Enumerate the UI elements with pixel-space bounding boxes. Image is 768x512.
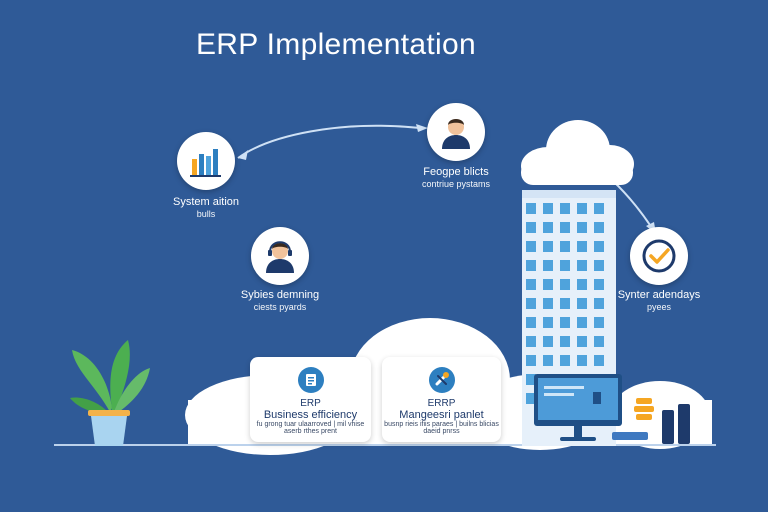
building-window [543, 355, 553, 366]
building-window [543, 336, 553, 347]
building-window [560, 260, 570, 271]
building-window [526, 298, 536, 309]
building-window [594, 203, 604, 214]
building-window [526, 241, 536, 252]
building-window [560, 241, 570, 252]
building-window [543, 317, 553, 328]
monitor-icon [534, 374, 622, 441]
card-heading: ERRP [427, 398, 456, 409]
building-window [526, 336, 536, 347]
building-window [560, 203, 570, 214]
management-panel-card: ERRP Mangeesri panlet busnp rieis ifiis … [382, 357, 501, 442]
desk-items [612, 398, 690, 444]
support-node-label: Sybies demning ciests pyards [225, 289, 335, 313]
arrow-people-to-system [237, 124, 421, 159]
building-window [594, 355, 604, 366]
ground-line [54, 444, 716, 446]
cloud-icon [521, 120, 634, 185]
check-node-label: Synter adendays pyees [604, 289, 714, 313]
support-node [251, 227, 309, 285]
building-window [543, 241, 553, 252]
check-node-subtitle: pyees [646, 302, 672, 312]
building-window [526, 203, 536, 214]
system-node-label: System aition bulls [151, 196, 261, 220]
system-node-title: System aition [172, 196, 240, 208]
building-window [543, 222, 553, 233]
card-description: busnp rieis ifiis paraes | builns blicia… [384, 421, 499, 435]
people-node-label: Feogpe blicts contriue pystams [396, 166, 516, 190]
arrow-head-people [416, 124, 428, 132]
page-title: ERP Implementation [196, 28, 476, 61]
support-node-subtitle: ciests pyards [253, 302, 307, 312]
building-window [577, 222, 587, 233]
card-title: Mangeesri panlet [399, 409, 484, 421]
person-icon [442, 119, 470, 149]
card-heading: ERP [300, 398, 321, 409]
arrow-head-system [238, 150, 248, 160]
building-windows [526, 203, 604, 404]
building-window [594, 336, 604, 347]
check-node-title: Synter adendays [617, 289, 701, 301]
building-window [560, 336, 570, 347]
building-window [577, 260, 587, 271]
building-window [526, 317, 536, 328]
system-node [177, 132, 235, 190]
building-window [594, 222, 604, 233]
building-window [577, 355, 587, 366]
building-window [526, 393, 536, 404]
building-window [577, 203, 587, 214]
building-window [543, 279, 553, 290]
building-window [594, 279, 604, 290]
building-window [594, 241, 604, 252]
document-icon [297, 367, 324, 393]
building-window [594, 298, 604, 309]
people-node-subtitle: contriue pystams [421, 179, 491, 189]
building-window [577, 298, 587, 309]
support-node-title: Sybies demning [240, 289, 320, 301]
building-window [526, 374, 536, 385]
building-window [577, 317, 587, 328]
building-window [560, 279, 570, 290]
building-window [560, 317, 570, 328]
headset-person-icon [266, 241, 294, 273]
building-window [577, 336, 587, 347]
building-window [526, 260, 536, 271]
building-window [543, 260, 553, 271]
plant-icon [70, 340, 150, 446]
card-title: Business efficiency [263, 409, 358, 421]
check-node [630, 227, 688, 285]
people-node [427, 103, 485, 161]
building-window [526, 355, 536, 366]
system-node-subtitle: bulls [196, 209, 216, 219]
checkmark-icon [642, 239, 676, 273]
building-window [577, 279, 587, 290]
building-window [526, 279, 536, 290]
business-efficiency-card: ERP Business efficiency fu grong tuar ul… [250, 357, 371, 442]
building-window [560, 298, 570, 309]
building-window [594, 317, 604, 328]
people-node-title: Feogpe blicts [423, 166, 489, 178]
arrow-cloud-to-check [611, 179, 653, 229]
building-window [577, 241, 587, 252]
tools-icon [428, 367, 455, 393]
building-window [543, 203, 553, 214]
building-window [560, 222, 570, 233]
building-window [526, 222, 536, 233]
building-window [560, 355, 570, 366]
card-description: fu grong tuar ulaarroved | mil vhise ase… [256, 421, 365, 435]
bar-chart-icon [190, 149, 221, 177]
building-window [543, 298, 553, 309]
building-window [594, 260, 604, 271]
